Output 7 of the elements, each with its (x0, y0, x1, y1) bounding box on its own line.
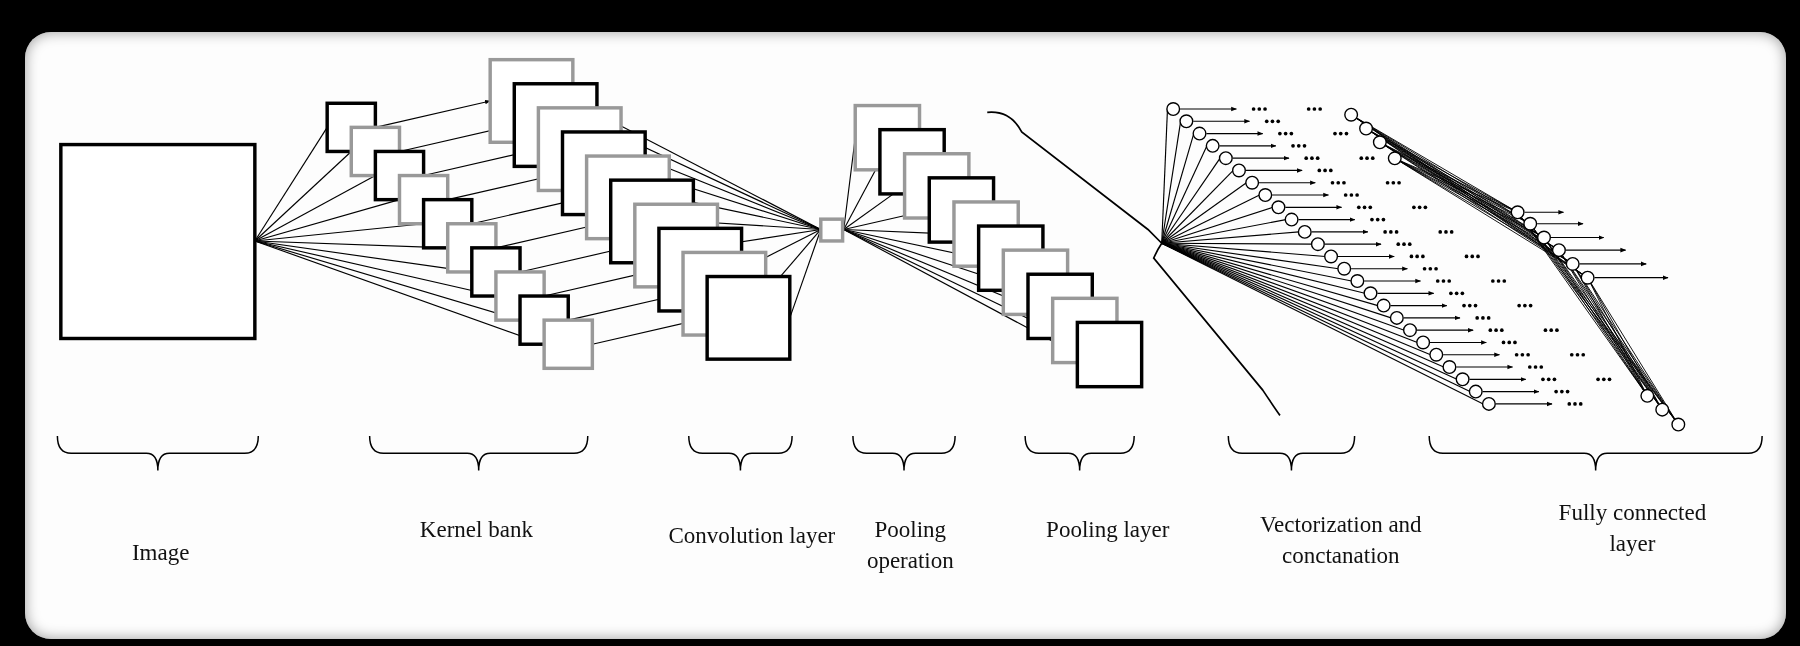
section-label: Fully connected layer (1557, 499, 1707, 559)
section-label: Image (130, 539, 191, 568)
section-label: Vectorization and conctanation (1259, 510, 1423, 570)
section-label: Pooling operation (865, 516, 955, 576)
section-label: Kernel bank (418, 516, 534, 545)
section-label: Convolution layer (667, 522, 837, 550)
section-label: Pooling layer (1045, 516, 1171, 545)
